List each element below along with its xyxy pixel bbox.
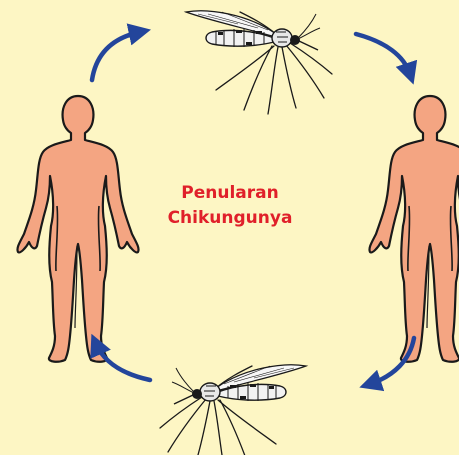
mosquito-bottom-icon xyxy=(160,365,306,455)
diagram-title: Penularan Chikungunya xyxy=(150,181,310,231)
arrow-human-to-mosquito-top-icon xyxy=(92,32,140,80)
mosquito-top-icon xyxy=(186,11,332,114)
human-left-icon xyxy=(17,96,138,362)
arrow-mosquito-to-human-right-icon xyxy=(356,34,410,74)
title-line-2: Chikungunya xyxy=(150,206,310,231)
title-line-1: Penularan xyxy=(150,181,310,206)
human-right-icon xyxy=(369,96,459,362)
